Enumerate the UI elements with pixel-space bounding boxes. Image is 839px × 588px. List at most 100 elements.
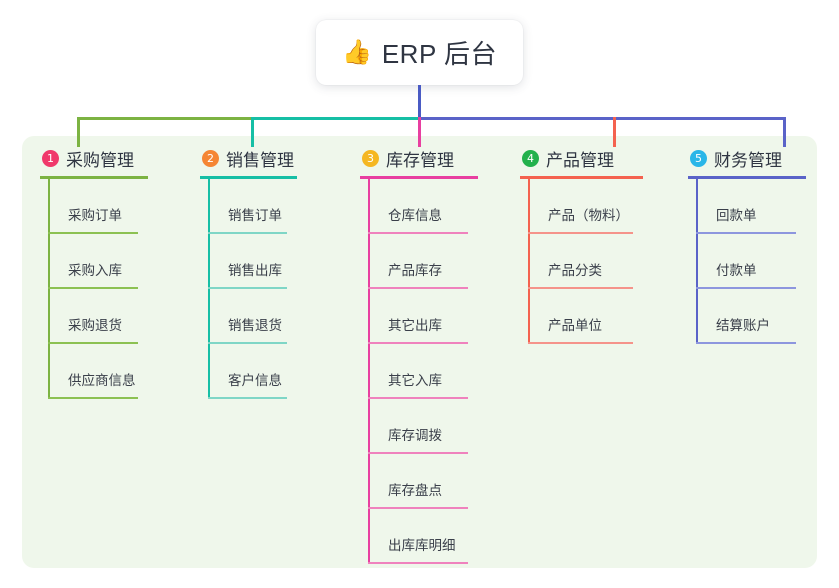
leaf-underline [696,232,796,234]
branch-title: 采购管理 [66,150,134,170]
leaf-underline [528,287,633,289]
leaf-item[interactable]: 仓库信息 [360,179,478,234]
branch-title: 库存管理 [386,150,454,170]
branch-number-badge: 1 [42,149,59,167]
leaf-label: 回款单 [716,208,757,223]
thumbs-up-emoji: 👍 [341,38,372,66]
leaf-item[interactable]: 销售退货 [200,289,297,344]
branch-number-badge: 5 [690,149,707,167]
leaf-label: 付款单 [716,263,757,278]
leaf-item[interactable]: 采购退货 [40,289,148,344]
branch-drop-connector [783,117,786,147]
root-node-card[interactable]: 👍 ERP 后台 [316,20,523,85]
leaf-item[interactable]: 销售出库 [200,234,297,289]
branch-column: 4 产品管理产品（物料） 产品分类产品单位 [520,146,643,344]
branch-underline [200,176,297,179]
leaf-underline [696,287,796,289]
root-stem-connector [418,85,421,119]
branch-underline [520,176,643,179]
leaf-item[interactable]: 其它出库 [360,289,478,344]
branch-column: 5 财务管理回款单付款单结算账户 [688,146,806,344]
leaf-label: 产品单位 [548,318,602,333]
leaf-label: 结算账户 [716,318,770,333]
root-node-title: ERP 后台 [381,39,498,69]
leaf-item[interactable]: 库存调拨 [360,399,478,454]
leaf-label: 采购订单 [68,208,122,223]
leaf-label: 库存盘点 [388,483,442,498]
leaf-underline [368,397,468,399]
branch-drop-connector [418,117,421,147]
branch-leaf-list: 仓库信息产品库存其它出库其它入库库存调拨库存盘点出库库明细 [360,179,478,564]
leaf-label: 供应商信息 [68,373,136,388]
leaf-underline [528,232,633,234]
branch-spine [528,179,530,344]
branch-header[interactable]: 5 财务管理 [688,146,806,170]
leaf-label: 销售订单 [228,208,282,223]
leaf-underline [696,342,796,344]
leaf-underline [48,287,138,289]
branch-number-badge: 4 [522,149,539,167]
branch-title: 产品管理 [546,150,614,170]
leaf-underline [368,507,468,509]
leaf-underline [48,397,138,399]
leaf-item[interactable]: 客户信息 [200,344,297,399]
leaf-label: 出库库明细 [388,538,456,553]
branch-header[interactable]: 1 采购管理 [40,146,148,170]
leaf-underline [48,232,138,234]
branch-number-badge: 2 [202,149,219,167]
leaf-label: 销售出库 [228,263,282,278]
bus-segment [419,117,784,120]
branch-column: 3 库存管理仓库信息产品库存其它出库其它入库库存调拨库存盘点出库库明细 [360,146,478,564]
branch-header[interactable]: 4 产品管理 [520,146,643,170]
leaf-item[interactable]: 结算账户 [688,289,806,344]
branch-leaf-list: 采购订单采购入库采购退货供应商信息 [40,179,148,399]
branch-drop-connector [613,117,616,147]
leaf-label: 采购入库 [68,263,122,278]
leaf-label: 产品分类 [548,263,602,278]
branch-column: 2 销售管理销售订单销售出库销售退货客户信息 [200,146,297,399]
leaf-item[interactable]: 采购入库 [40,234,148,289]
leaf-item[interactable]: 产品单位 [520,289,643,344]
leaf-label: 仓库信息 [388,208,442,223]
leaf-label: 销售退货 [228,318,282,333]
branch-title: 财务管理 [714,150,782,170]
leaf-underline [208,342,287,344]
leaf-item[interactable]: 回款单 [688,179,806,234]
leaf-underline [368,232,468,234]
branch-number-badge: 3 [362,149,379,167]
leaf-item[interactable]: 付款单 [688,234,806,289]
leaf-label: 库存调拨 [388,428,442,443]
leaf-item[interactable]: 产品分类 [520,234,643,289]
leaf-item[interactable]: 采购订单 [40,179,148,234]
leaf-item[interactable]: 其它入库 [360,344,478,399]
leaf-underline [208,232,287,234]
branch-spine [696,179,698,344]
leaf-item[interactable]: 供应商信息 [40,344,148,399]
leaf-label: 产品库存 [388,263,442,278]
branch-column: 1 采购管理采购订单采购入库采购退货供应商信息 [40,146,148,399]
leaf-item[interactable]: 库存盘点 [360,454,478,509]
leaf-item[interactable]: 销售订单 [200,179,297,234]
branch-header[interactable]: 2 销售管理 [200,146,297,170]
leaf-label: 采购退货 [68,318,122,333]
leaf-item[interactable]: 出库库明细 [360,509,478,564]
branch-header[interactable]: 3 库存管理 [360,146,478,170]
branch-underline [360,176,478,179]
branch-drop-connector [77,117,80,147]
bus-segment [252,117,419,120]
leaf-item[interactable]: 产品库存 [360,234,478,289]
branch-leaf-list: 回款单付款单结算账户 [688,179,806,344]
branch-spine [48,179,50,399]
diagram-panel [22,136,817,568]
branch-underline [688,176,806,179]
leaf-underline [368,562,468,564]
bus-segment [78,117,252,120]
branch-leaf-list: 销售订单销售出库销售退货客户信息 [200,179,297,399]
leaf-label: 其它入库 [388,373,442,388]
branch-title: 销售管理 [226,150,294,170]
leaf-item[interactable]: 产品（物料） [520,179,643,234]
leaf-underline [208,287,287,289]
branch-underline [40,176,148,179]
branch-spine [208,179,210,399]
